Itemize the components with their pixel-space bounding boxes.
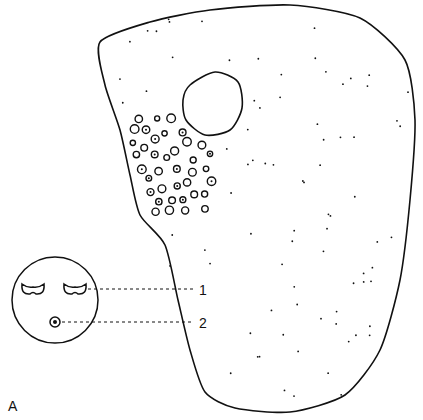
section-outline	[98, 5, 415, 413]
leader-lines	[62, 289, 193, 322]
callout-number: 2	[197, 315, 209, 331]
central-lumen	[183, 72, 243, 135]
callout-number: 1	[197, 282, 209, 298]
panel-letter: A	[6, 398, 19, 414]
nodule-cluster	[130, 114, 216, 215]
scattered-dots	[119, 18, 409, 397]
inset-magnification	[12, 257, 98, 343]
